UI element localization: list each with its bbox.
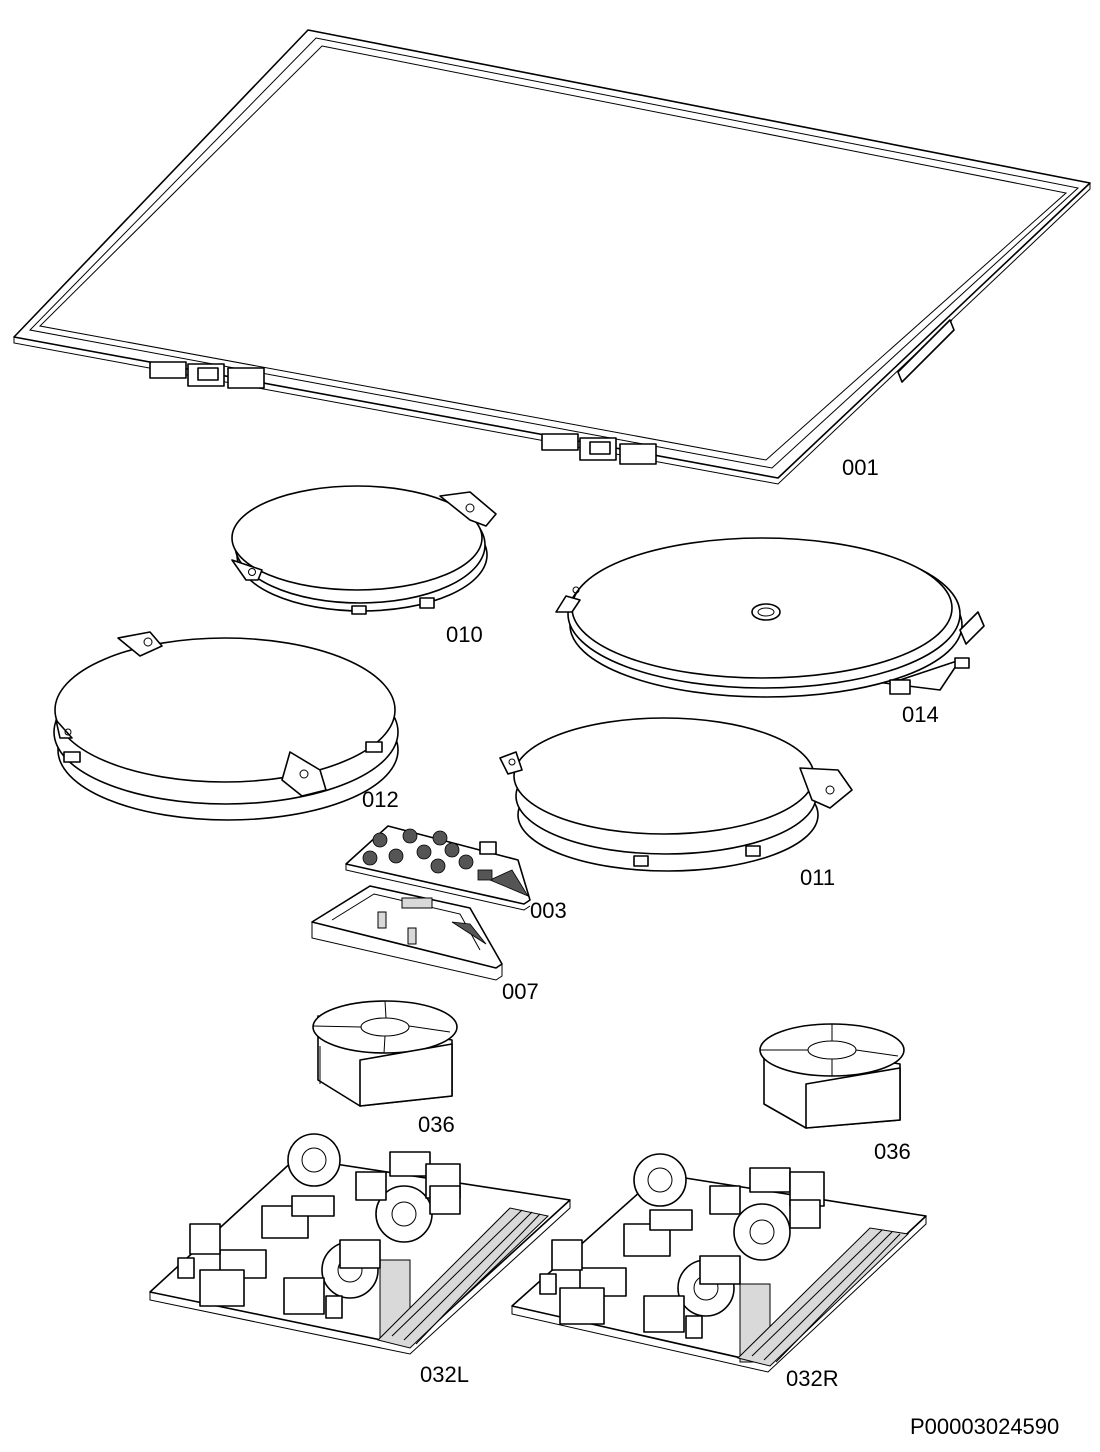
label-001: 001 bbox=[842, 455, 879, 480]
label-010: 010 bbox=[446, 622, 483, 647]
label-007: 007 bbox=[502, 979, 539, 1004]
label-011: 011 bbox=[800, 865, 836, 890]
label-014: 014 bbox=[902, 702, 939, 727]
part-007-board-holder[interactable] bbox=[311, 885, 503, 981]
part-036-fan-left[interactable] bbox=[312, 1000, 458, 1107]
label-036-left: 036 bbox=[418, 1112, 455, 1137]
part-010-coil-small[interactable] bbox=[231, 485, 497, 615]
label-003: 003 bbox=[530, 898, 567, 923]
label-032L: 032L bbox=[420, 1362, 469, 1387]
label-032R: 032R bbox=[786, 1366, 839, 1391]
part-032R-power-board[interactable] bbox=[511, 1153, 927, 1373]
label-036-right: 036 bbox=[874, 1139, 911, 1164]
part-001-cooktop-glass[interactable] bbox=[13, 29, 1091, 485]
part-012-coil-large[interactable] bbox=[53, 631, 399, 821]
part-032L-power-board[interactable] bbox=[149, 1133, 571, 1355]
part-014-coil-oval[interactable] bbox=[555, 537, 985, 698]
part-011-coil-right[interactable] bbox=[499, 717, 853, 872]
part-036-fan-right[interactable] bbox=[759, 1023, 905, 1129]
document-id: P00003024590 bbox=[910, 1414, 1060, 1439]
part-003-control-board[interactable] bbox=[345, 825, 531, 911]
label-012: 012 bbox=[362, 787, 399, 812]
